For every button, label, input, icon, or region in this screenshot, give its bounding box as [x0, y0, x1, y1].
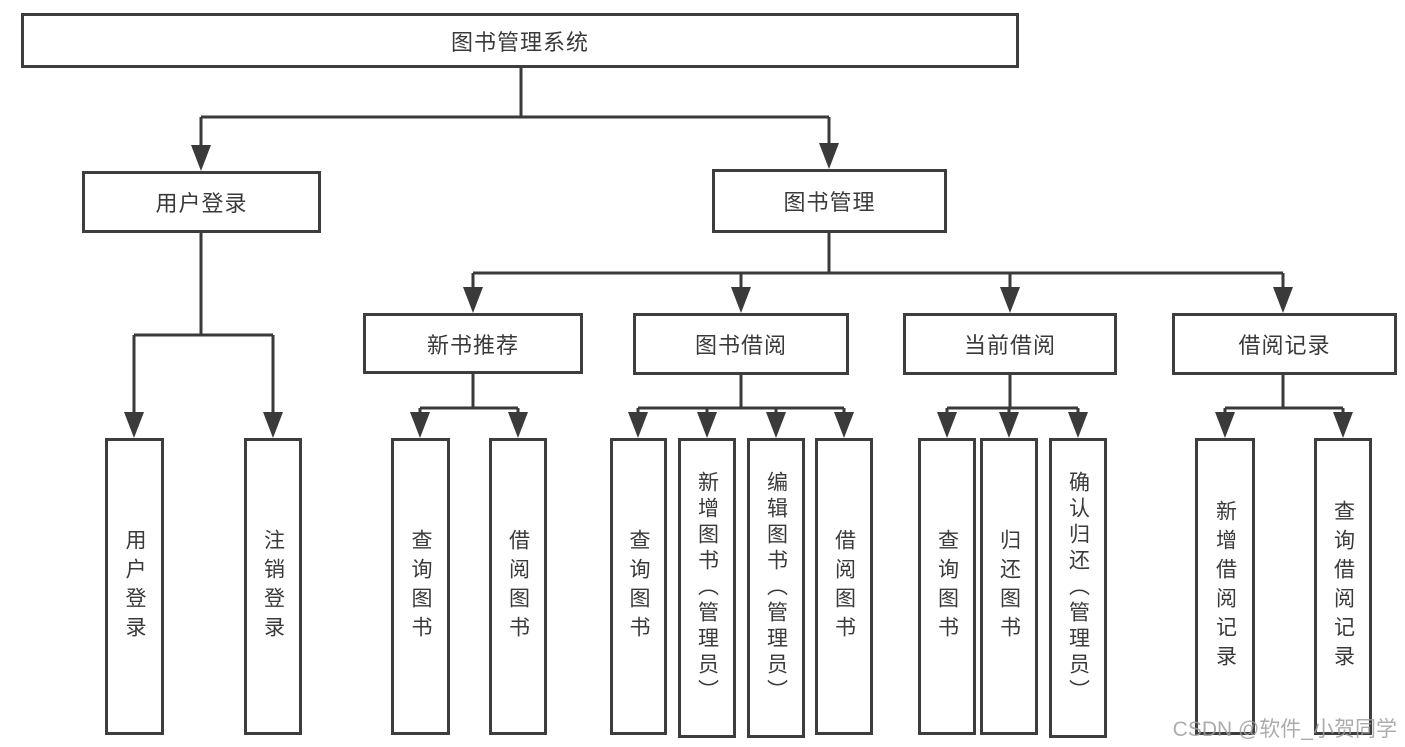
leaf-add-borrow-record: 新增借阅记录 [1195, 438, 1255, 735]
node-label: 当前借阅 [963, 333, 1056, 358]
node-label: 图书借阅 [694, 333, 787, 358]
node-label: 用户登录 [155, 191, 248, 216]
leaf-label: 确认归还（管理员） [1066, 471, 1090, 705]
node-library-management-system: 图书管理系统 [21, 13, 1019, 68]
leaf-user-login: 用户登录 [105, 438, 164, 735]
leaf-label: 用户登录 [123, 528, 146, 645]
node-book-management: 图书管理 [712, 169, 947, 233]
node-label: 图书管理系统 [450, 29, 589, 55]
leaf-label: 借阅图书 [832, 528, 856, 645]
leaf-label: 查询借阅记录 [1331, 499, 1355, 674]
arrowhead-icons [124, 143, 1353, 438]
leaf-label: 注销登录 [261, 528, 285, 645]
leaf-label: 查询图书 [409, 528, 432, 645]
leaf-query-books-under-new-book: 查询图书 [391, 438, 450, 735]
leaf-label: 归还图书 [997, 528, 1021, 645]
node-new-book-recommendation: 新书推荐 [363, 313, 583, 374]
leaf-borrow-books-under-borrowing: 借阅图书 [815, 438, 873, 735]
node-book-borrowing: 图书借阅 [633, 313, 849, 375]
leaf-add-books-admin: 新增图书（管理员） [678, 438, 736, 738]
node-user-login: 用户登录 [82, 171, 321, 233]
node-borrowing-records: 借阅记录 [1172, 313, 1397, 375]
leaf-borrow-books-under-new-book: 借阅图书 [489, 438, 547, 735]
leaf-query-books-under-current: 查询图书 [918, 438, 976, 735]
leaf-label: 借阅图书 [506, 528, 530, 645]
leaf-query-borrow-record: 查询借阅记录 [1314, 438, 1372, 735]
leaf-label: 查询图书 [935, 528, 959, 645]
leaf-edit-books-admin: 编辑图书（管理员） [747, 438, 805, 738]
node-current-borrowing: 当前借阅 [903, 313, 1117, 375]
leaf-logout: 注销登录 [244, 438, 302, 735]
leaf-return-books: 归还图书 [980, 438, 1038, 735]
leaf-label: 新增借阅记录 [1213, 499, 1237, 674]
csdn-watermark: CSDN @软件_小贺同学 [1172, 718, 1397, 741]
node-label: 新书推荐 [426, 332, 519, 358]
leaf-query-books-under-borrowing: 查询图书 [610, 438, 667, 735]
leaf-label: 新增图书（管理员） [695, 471, 719, 705]
leaf-confirm-return-admin: 确认归还（管理员） [1049, 438, 1107, 738]
leaf-label: 查询图书 [627, 528, 650, 645]
leaf-label: 编辑图书（管理员） [764, 471, 788, 705]
node-label: 图书管理 [783, 190, 876, 215]
node-label: 借阅记录 [1238, 333, 1331, 358]
